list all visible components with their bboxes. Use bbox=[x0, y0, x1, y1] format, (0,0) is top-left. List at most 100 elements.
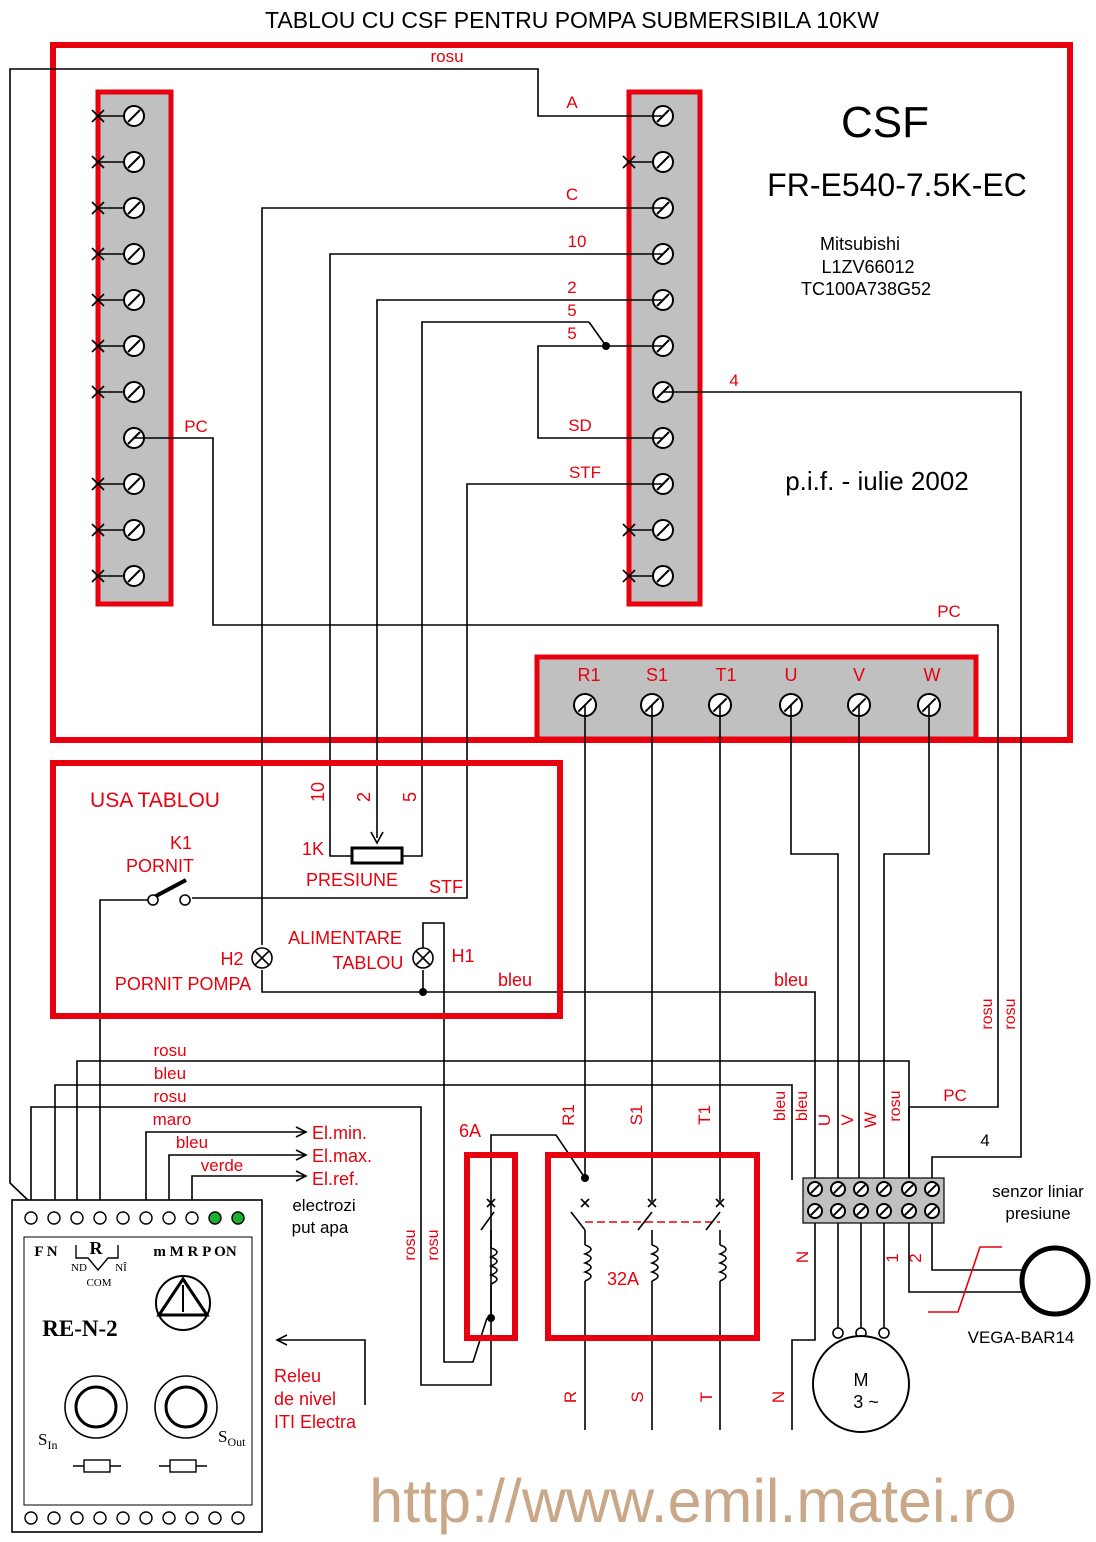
csf-maker: Mitsubishi bbox=[820, 234, 900, 254]
motor bbox=[812, 1327, 910, 1433]
door-pot-10: 10 bbox=[308, 782, 328, 802]
tb-label-bleu1: bleu bbox=[772, 1091, 789, 1121]
relay-fuses bbox=[73, 1459, 207, 1473]
wire-label-rosu-b: rosu bbox=[1002, 998, 1019, 1029]
breaker-32a-symbol bbox=[570, 1198, 727, 1290]
wire-h1 bbox=[422, 922, 488, 1363]
left-terminal-screw-slot bbox=[127, 201, 141, 215]
label-r-bottom: R bbox=[561, 1391, 580, 1403]
door-pornit-pompa: PORNIT POMPA bbox=[115, 974, 251, 994]
terminal-block-screw-slot bbox=[927, 1206, 937, 1216]
electrode-arrows bbox=[275, 1126, 308, 1346]
terminal-block-screw-slot bbox=[856, 1206, 866, 1216]
door-pot-2: 2 bbox=[354, 792, 374, 802]
relay-caption1: Releu bbox=[274, 1366, 321, 1386]
relay-terminal-bottom bbox=[116, 1511, 130, 1525]
door-title: USA TABLOU bbox=[90, 789, 220, 812]
relay-terminal-bottom bbox=[185, 1511, 199, 1525]
term-label-5a: 5 bbox=[567, 301, 576, 320]
relay-terminal bbox=[70, 1211, 84, 1225]
relay-terminal bbox=[47, 1211, 61, 1225]
breaker-r1: R1 bbox=[559, 1104, 578, 1126]
sensor-label1: senzor liniar bbox=[992, 1182, 1084, 1201]
term-label-sd: SD bbox=[568, 416, 592, 435]
relay-terminal-bottom bbox=[47, 1511, 61, 1525]
tb-label-1: 1 bbox=[883, 1253, 902, 1262]
power-label-u: U bbox=[785, 665, 798, 685]
unused-terminal-mark bbox=[91, 523, 105, 537]
left-terminal-screw-slot bbox=[127, 155, 141, 169]
motor-m: M bbox=[854, 1370, 869, 1390]
wire-relay-bleu bbox=[54, 1084, 793, 1212]
breaker-32a-frame bbox=[545, 1152, 760, 1341]
fuse-6a-frame bbox=[464, 1152, 518, 1341]
relay-knob-in bbox=[64, 1375, 128, 1439]
sensor-label2: presiune bbox=[1005, 1204, 1070, 1223]
csf-pif: p.i.f. - iulie 2002 bbox=[785, 466, 969, 496]
unused-terminal-mark bbox=[91, 155, 105, 169]
wire-w bbox=[883, 705, 930, 1180]
right-terminal-screw-slot bbox=[656, 569, 670, 583]
left-terminal-strip bbox=[95, 89, 174, 607]
junction-dot bbox=[419, 988, 427, 996]
relay-s-out: SOut bbox=[218, 1427, 246, 1449]
relay-nd: ND bbox=[71, 1262, 87, 1274]
left-screws-group bbox=[91, 105, 145, 587]
wire-label-rosu-top: rosu bbox=[430, 47, 463, 66]
relay-ni: NÎ bbox=[115, 1262, 127, 1274]
motor-3: 3 ~ bbox=[853, 1392, 879, 1412]
wires-group bbox=[9, 68, 1022, 1430]
unused-terminal-mark bbox=[91, 339, 105, 353]
relay-s-in: SIn bbox=[38, 1430, 57, 1452]
unused-terminal-mark bbox=[91, 477, 105, 491]
breaker-t1: T1 bbox=[695, 1105, 714, 1125]
wire-5-diag bbox=[588, 321, 607, 347]
power-label-v: V bbox=[853, 665, 865, 685]
door-frame bbox=[50, 760, 563, 1019]
terminal-block-screw-slot bbox=[904, 1184, 914, 1194]
relay-r: R bbox=[90, 1238, 104, 1258]
tb-label-rosu: rosu bbox=[887, 1090, 904, 1121]
pressure-sensor bbox=[928, 1245, 1091, 1317]
wire-bleu bbox=[261, 970, 816, 1180]
unused-terminal-mark bbox=[91, 569, 105, 583]
terminal-block-screw-slot bbox=[927, 1184, 937, 1194]
door-stf: STF bbox=[429, 877, 463, 897]
relay-terminal bbox=[139, 1211, 153, 1225]
relay-name: RE-N-2 bbox=[42, 1316, 117, 1341]
terminal-block-screw-slot bbox=[810, 1184, 820, 1194]
label-t-bottom: T bbox=[697, 1392, 716, 1402]
term-label-pc-left: PC bbox=[184, 417, 208, 436]
wire-label-verde: verde bbox=[201, 1156, 244, 1175]
terminal-block-screw-slot bbox=[833, 1184, 843, 1194]
terminal-block-screw-slot bbox=[879, 1206, 889, 1216]
wire-sensor-1 bbox=[908, 1223, 1022, 1293]
door-pot-5: 5 bbox=[400, 792, 420, 802]
breaker-s1: S1 bbox=[627, 1105, 646, 1126]
door-k1: K1 bbox=[170, 833, 192, 853]
unused-terminal-mark bbox=[91, 201, 105, 215]
term-label-10: 10 bbox=[568, 232, 587, 251]
unused-terminal-mark bbox=[91, 293, 105, 307]
diagram-title: TABLOU CU CSF PENTRU POMPA SUBMERSIBILA … bbox=[265, 7, 879, 33]
terminal-block bbox=[802, 1177, 945, 1224]
k1-switch bbox=[147, 878, 191, 906]
relay-terminal-bottom bbox=[139, 1511, 153, 1525]
wire-relay-caption-arrow bbox=[277, 1339, 366, 1405]
junction-dot bbox=[602, 342, 610, 350]
wire-relay-rosu2 bbox=[30, 1106, 492, 1386]
fuse-rosu2: rosu bbox=[425, 1229, 442, 1260]
terminal-block-screws bbox=[807, 1181, 940, 1219]
left-terminal-screw-slot bbox=[127, 293, 141, 307]
relay-terminal-bottom bbox=[93, 1511, 107, 1525]
wire-label-rosu-a: rosu bbox=[979, 998, 996, 1029]
unused-terminal-mark bbox=[622, 155, 636, 169]
relay-terminal bbox=[93, 1211, 107, 1225]
power-terminal-strip bbox=[534, 654, 979, 742]
wire-2 bbox=[376, 299, 663, 838]
wire-10 bbox=[329, 253, 663, 857]
label-s-bottom: S bbox=[628, 1391, 647, 1402]
tb-label-v: V bbox=[838, 1114, 857, 1126]
wire-relay-maro bbox=[145, 1131, 305, 1212]
